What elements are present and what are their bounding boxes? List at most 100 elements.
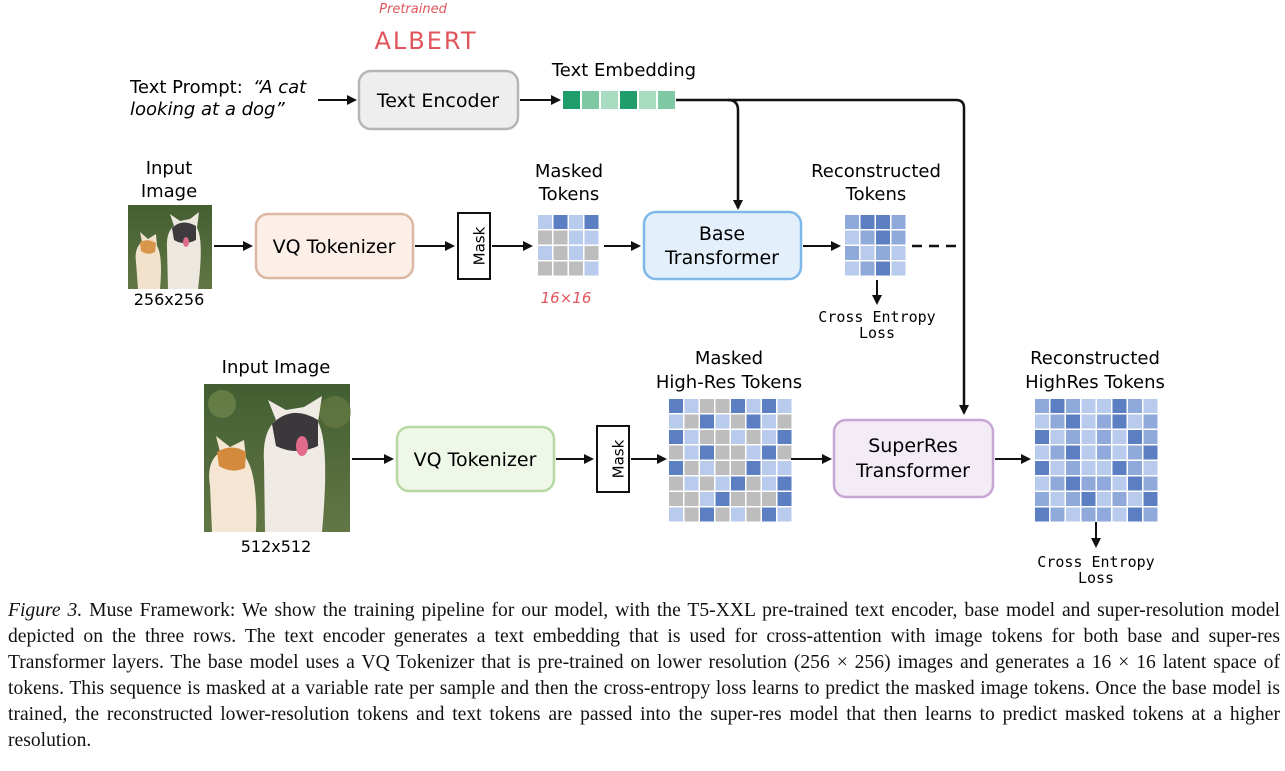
token-cell [553,215,568,229]
token-cell [1066,461,1080,475]
albert-annotation: ALBERT [374,27,477,55]
text-embedding-vector [563,91,675,109]
embedding-cell [582,91,599,109]
input-size-512: 512x512 [241,537,312,556]
reconstructed-tokens-label-line2: Tokens [845,184,907,205]
token-cell [684,414,699,429]
token-cell [684,399,699,413]
input-image-label-line1: Input [146,158,193,179]
mask-base-box: Mask [457,212,491,280]
token-cell [1081,430,1096,444]
input-image-small [128,205,212,289]
token-cell [762,492,776,506]
token-cell [1066,414,1080,429]
token-cell [684,430,699,444]
cross-entropy-superres-line2: Loss [1078,569,1114,587]
token-cell [1112,445,1127,460]
muse-framework-diagram: Pretrained ALBERT 16×16 Text Prompt: “A … [128,2,1165,587]
superres-transformer-label-line2: Transformer [855,460,970,482]
token-cell [1097,430,1111,444]
input-size-256: 256x256 [134,290,205,309]
token-cell [553,261,568,276]
token-cell [684,507,699,522]
token-cell [669,414,683,429]
token-cell [1112,430,1127,444]
token-cell [1035,445,1049,460]
token-cell [1128,430,1142,444]
token-cell [845,230,859,245]
token-cell [1143,461,1158,475]
token-cell [1081,507,1096,522]
token-cell [746,430,761,444]
token-cell [1050,476,1065,491]
token-cell [777,476,792,491]
token-cell [891,230,906,245]
token-cell [1066,399,1080,413]
token-cell [1112,507,1127,522]
token-cell [845,246,859,260]
token-cell [876,246,890,260]
token-cell [777,461,792,475]
prompt-label: Text Prompt: [129,77,243,98]
token-cell [1128,461,1142,475]
input-image-label-line2: Image [141,181,197,202]
masked-highres-label-line2: High-Res Tokens [656,372,802,393]
masked-highres-label-line1: Masked [695,348,763,369]
mask-superres-box: Mask [596,425,630,493]
token-cell [1035,430,1049,444]
caption-text: Muse Framework: We show the training pip… [8,600,1280,751]
reconstructed-tokens-grid [845,215,906,276]
token-cell [569,246,583,260]
token-cell [1050,492,1065,506]
token-cell [1050,399,1065,413]
token-cell [669,445,683,460]
token-cell [762,476,776,491]
reconstructed-highres-label-line2: HighRes Tokens [1025,372,1165,393]
token-cell [1097,399,1111,413]
token-cell [700,445,714,460]
token-cell [860,246,875,260]
text-encoder-box: Text Encoder [357,69,520,131]
token-cell [777,399,792,413]
token-cell [1143,507,1158,522]
token-cell [762,430,776,444]
token-cell [669,492,683,506]
token-cell [1097,492,1111,506]
token-cell [1097,476,1111,491]
token-cell [1112,476,1127,491]
text-embedding-label: Text Embedding [551,60,696,81]
token-cell [553,246,568,260]
figure-caption: Figure 3. Muse Framework: We show the tr… [8,598,1280,754]
token-cell [777,492,792,506]
token-cell [1081,492,1096,506]
token-cell [700,461,714,475]
token-cell [1143,414,1158,429]
token-cell [731,461,745,475]
token-cell [684,461,699,475]
token-cell [762,414,776,429]
token-cell [1066,492,1080,506]
token-cell [1128,445,1142,460]
vq-tokenizer-superres-label: VQ Tokenizer [414,449,537,471]
token-cell [731,492,745,506]
token-cell [1035,492,1049,506]
token-cell [669,507,683,522]
token-cell [1035,476,1049,491]
token-cell [1097,445,1111,460]
token-cell [1050,461,1065,475]
token-cell [777,445,792,460]
token-cell [700,414,714,429]
token-cell [1143,476,1158,491]
token-cell [700,507,714,522]
token-cell [1081,399,1096,413]
token-cell [1066,507,1080,522]
token-cell [1081,414,1096,429]
token-cell [1112,414,1127,429]
token-cell [762,461,776,475]
token-cell [1097,461,1111,475]
token-cell [569,230,583,245]
reconstructed-highres-label-line1: Reconstructed [1030,348,1160,369]
token-cell [860,215,875,229]
token-cell [1097,414,1111,429]
token-cell [538,261,552,276]
